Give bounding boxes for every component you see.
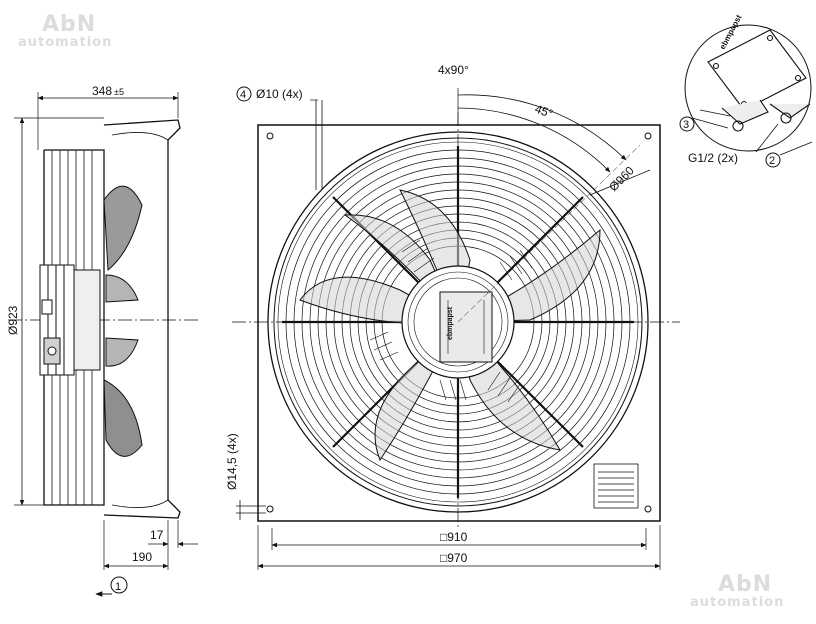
terminal-box — [707, 29, 811, 132]
angle-45-label: 45° — [533, 102, 555, 121]
detail-view — [679, 24, 813, 168]
motor-side — [39, 264, 101, 376]
inner-square-910-label: □910 — [440, 530, 468, 544]
watermark-line2: automation — [690, 595, 785, 610]
marker-3: 3 — [683, 119, 689, 131]
fan-blades-side — [103, 185, 143, 457]
view-marker-1: 1 — [115, 581, 121, 593]
watermark-line1: AbN — [718, 572, 773, 597]
diameter-923-label: Ø923 — [6, 305, 20, 335]
gland-label: G1/2 (2x) — [688, 151, 738, 165]
depth-tolerance: ±5 — [114, 87, 124, 97]
mounting-holes — [266, 132, 652, 513]
marker-2: 2 — [769, 155, 775, 167]
blade-hatching — [369, 239, 533, 403]
watermark-line2: automation — [18, 35, 113, 50]
slot-diameter-label: Ø14,5 (4x) — [225, 433, 239, 490]
watermark-bottom-right: AbN automation — [690, 572, 785, 610]
hub-brand-text: ebmpapst — [447, 306, 454, 340]
flange-17-label: 17 — [150, 528, 164, 542]
depth-label: 348 — [92, 84, 112, 98]
outer-square-970-label: □970 — [440, 551, 468, 565]
side-view — [8, 92, 200, 597]
watermark-line1: AbN — [42, 12, 97, 37]
hole-marker-4: 4 — [240, 89, 246, 101]
hole-diameter-label: Ø10 (4x) — [256, 87, 303, 101]
watermark-top-left: AbN automation — [18, 12, 113, 50]
rating-plate — [593, 463, 639, 509]
front-view — [232, 86, 680, 570]
mount-190-label: 190 — [132, 550, 152, 564]
pitch-angle-label: 4x90° — [438, 63, 469, 77]
